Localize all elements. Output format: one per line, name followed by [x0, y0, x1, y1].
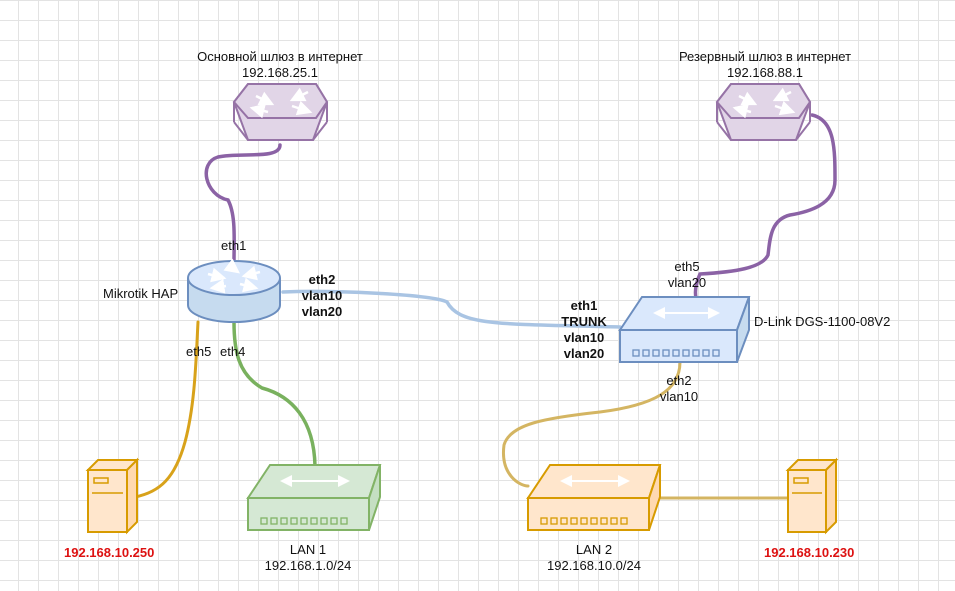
- mikrotik-name-label: Mikrotik HAP: [103, 286, 179, 301]
- link-mikrotik-dlink-trunk: [281, 289, 622, 329]
- mikrotik-eth2-vlan10: vlan10: [301, 288, 343, 303]
- dlink-eth1-trunk: TRUNK: [561, 314, 607, 329]
- primary-gateway-title: Основной шлюз в интернет: [197, 49, 363, 64]
- primary-gateway-label: Основной шлюз в интернет 192.168.25.1: [170, 49, 390, 81]
- mikrotik-eth2-label: eth2 vlan10 vlan20: [296, 272, 348, 320]
- switch-icon-lan2: [526, 464, 662, 531]
- router-icon-primary-gateway: [232, 83, 329, 141]
- link-primary-gateway-mikrotik: [204, 143, 282, 264]
- link-mikrotik-server-left: [133, 320, 200, 499]
- mikrotik-eth2-port: eth2: [308, 272, 336, 287]
- router-icon-backup-gateway: [715, 83, 812, 141]
- backup-gateway-ip: 192.168.88.1: [727, 65, 803, 80]
- dlink-eth1-vlan10: vlan10: [563, 330, 605, 345]
- dlink-eth2-vlan10: vlan10: [659, 389, 699, 404]
- dlink-eth1-vlan20: vlan20: [563, 346, 605, 361]
- link-mikrotik-lan1: [232, 320, 317, 468]
- lan2-subnet: 192.168.10.0/24: [547, 558, 641, 573]
- server-icon-right: [785, 457, 839, 535]
- dlink-name-label: D-Link DGS-1100-08V2: [754, 314, 891, 329]
- server-right-ip: 192.168.10.230: [764, 545, 855, 560]
- lan1-label: LAN 1 192.168.1.0/24: [234, 542, 382, 574]
- primary-gateway-ip: 192.168.25.1: [242, 65, 318, 80]
- mikrotik-eth2-vlan20: vlan20: [301, 304, 343, 319]
- dlink-eth1-label: eth1 TRUNK vlan10 vlan20: [555, 298, 613, 362]
- mikrotik-eth4-label: eth4: [220, 344, 246, 359]
- server-icon-left: [85, 457, 140, 535]
- lan1-subnet: 192.168.1.0/24: [264, 558, 352, 573]
- server-left-ip: 192.168.10.250: [64, 545, 155, 560]
- switch-icon-dlink: [618, 296, 751, 363]
- dlink-eth1-port: eth1: [570, 298, 598, 313]
- lan1-name: LAN 1: [289, 542, 327, 557]
- dlink-eth2-port: eth2: [666, 373, 692, 388]
- backup-gateway-label: Резервный шлюз в интернет 192.168.88.1: [655, 49, 875, 81]
- link-backup-gateway-dlink: [693, 113, 837, 300]
- mikrotik-eth1-label: eth1: [221, 238, 247, 253]
- dlink-eth5-vlan20: vlan20: [667, 275, 707, 290]
- link-dlink-lan2: [502, 360, 682, 488]
- router-icon-mikrotik: [187, 258, 281, 323]
- lan2-label: LAN 2 192.168.10.0/24: [520, 542, 668, 574]
- lan2-name: LAN 2: [575, 542, 613, 557]
- backup-gateway-title: Резервный шлюз в интернет: [678, 49, 852, 64]
- dlink-eth5-port: eth5: [674, 259, 700, 274]
- dlink-eth2-label: eth2 vlan10: [652, 373, 706, 405]
- mikrotik-eth5-label: eth5: [186, 344, 212, 359]
- switch-icon-lan1: [246, 464, 382, 531]
- dlink-eth5-label: eth5 vlan20: [660, 259, 714, 291]
